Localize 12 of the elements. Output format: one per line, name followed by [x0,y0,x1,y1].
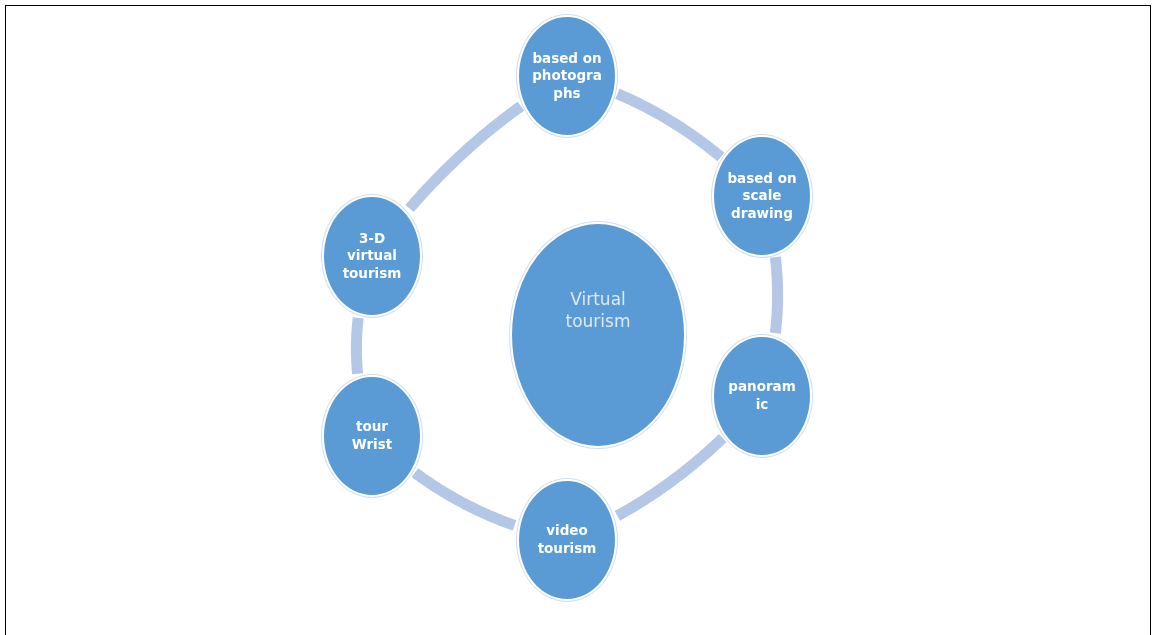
topic-label: based on photogra phs [532,49,602,103]
topic-label: 3-D virtual tourism [341,229,403,283]
topic-label: based on scale drawing [727,169,797,223]
ring-connector [614,88,725,162]
topic-label: Virtual tourism [564,287,632,333]
topic-label: video tourism [536,522,598,558]
ring-connector [405,101,525,213]
topic-label: tour Wrist [350,418,394,454]
topic-label: panoram ic [727,378,797,414]
ring-connector [769,253,784,337]
ring-connector [411,468,518,531]
ring-connector [614,434,727,521]
